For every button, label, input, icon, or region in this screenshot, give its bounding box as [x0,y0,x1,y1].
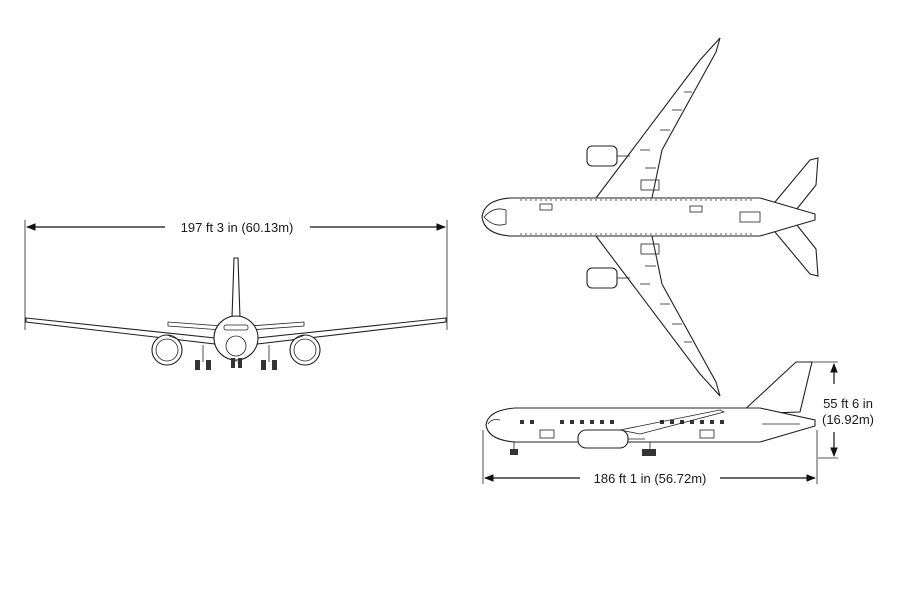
front-tail-fin [231,257,241,319]
top-lower-engine [586,267,630,289]
length-label: 186 ft 1 in (56.72m) [594,471,707,486]
side-view: 55 ft 6 in (16.92m) 186 ft 1 in (56.72m) [482,361,874,486]
top-upper-engine [586,145,630,167]
front-view: 197 ft 3 in (60.13m) [24,220,448,370]
height-dimension: 55 ft 6 in (16.92m) [812,361,874,459]
wingspan-dimension: 197 ft 3 in (60.13m) [24,220,448,330]
front-right-wing [256,317,447,345]
wingspan-label: 197 ft 3 in (60.13m) [181,220,294,235]
front-landing-gear [195,345,277,370]
front-right-engine [289,334,321,366]
front-fuselage [213,315,259,361]
length-dimension: 186 ft 1 in (56.72m) [482,430,818,486]
front-left-engine [151,334,183,366]
top-upper-wing [594,37,721,199]
side-tail-fin [738,361,813,415]
side-fuselage [485,407,816,443]
side-engine [577,429,645,449]
front-left-wing [25,317,216,345]
height-ft-label: 55 ft 6 in [823,396,873,411]
height-m-label: (16.92m) [822,412,874,427]
top-fuselage [481,197,816,237]
top-view [481,37,819,397]
top-lower-wing [594,235,721,397]
side-wing [619,409,726,435]
